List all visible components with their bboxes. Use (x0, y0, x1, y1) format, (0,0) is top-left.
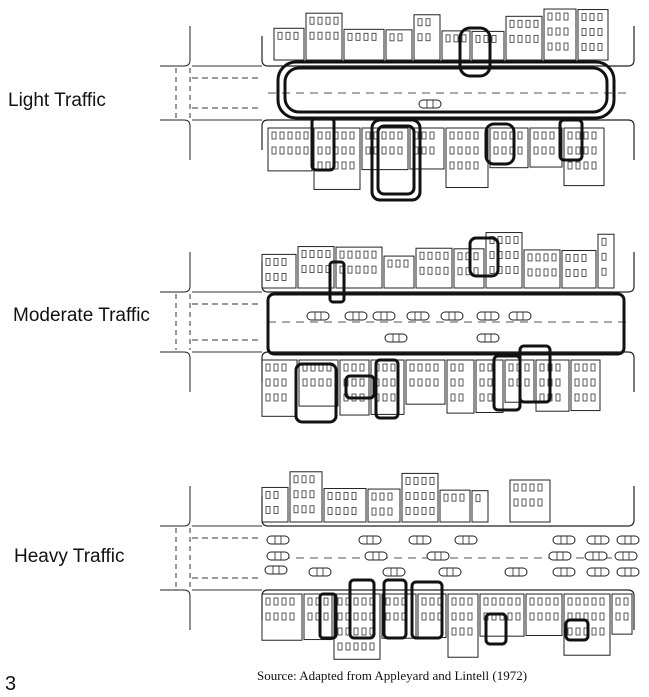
building (268, 128, 312, 171)
building (262, 360, 297, 416)
heavy-traffic-label: Heavy Traffic (14, 546, 125, 568)
building (448, 594, 478, 657)
building (486, 233, 522, 288)
curb-line (160, 486, 190, 526)
car (505, 568, 527, 576)
car (455, 536, 477, 544)
social-contact-loop (278, 62, 614, 118)
source-caption: Source: Adapted from Appleyard and Linte… (257, 668, 527, 684)
car (617, 568, 639, 576)
car (265, 566, 287, 574)
car (359, 536, 381, 544)
building (306, 13, 342, 60)
social-contact-loop (285, 68, 607, 112)
car (373, 312, 395, 320)
car (587, 536, 609, 544)
moderate-traffic-label: Moderate Traffic (13, 305, 153, 327)
curb-line (160, 590, 190, 630)
building (362, 128, 408, 170)
car (267, 536, 289, 544)
building (612, 594, 632, 634)
figure-number: 3 (5, 673, 16, 696)
building (440, 490, 470, 522)
panel-light-traffic (160, 9, 634, 200)
car (407, 312, 429, 320)
car (553, 568, 575, 576)
light-traffic-label: Light Traffic (8, 90, 106, 112)
car (477, 312, 499, 320)
curb-line (160, 120, 190, 160)
car (385, 334, 407, 342)
building (526, 594, 562, 635)
building (506, 16, 542, 60)
car (383, 568, 405, 576)
building (274, 28, 304, 60)
car (427, 552, 449, 560)
building (324, 489, 366, 522)
curb-line (160, 252, 190, 292)
car (549, 552, 571, 560)
building (406, 360, 445, 404)
curb-line (160, 26, 190, 66)
building (416, 248, 452, 288)
panel-moderate-traffic (160, 233, 634, 422)
building (578, 10, 608, 60)
building (262, 254, 296, 288)
car (419, 100, 441, 108)
car (267, 552, 289, 560)
car (477, 334, 499, 342)
car (365, 552, 387, 560)
car (439, 568, 461, 576)
building (446, 128, 488, 188)
car (307, 312, 329, 320)
car (441, 312, 463, 320)
car (617, 536, 639, 544)
car (553, 536, 575, 544)
building (314, 128, 360, 189)
car (509, 312, 531, 320)
car (309, 568, 331, 576)
social-contact-loop (268, 294, 624, 354)
car (615, 552, 637, 560)
car (585, 552, 607, 560)
car (409, 536, 431, 544)
car (587, 568, 609, 576)
car (345, 312, 367, 320)
panel-heavy-traffic (160, 472, 639, 660)
building (299, 360, 338, 406)
building (384, 256, 414, 288)
curb-line (160, 352, 190, 392)
